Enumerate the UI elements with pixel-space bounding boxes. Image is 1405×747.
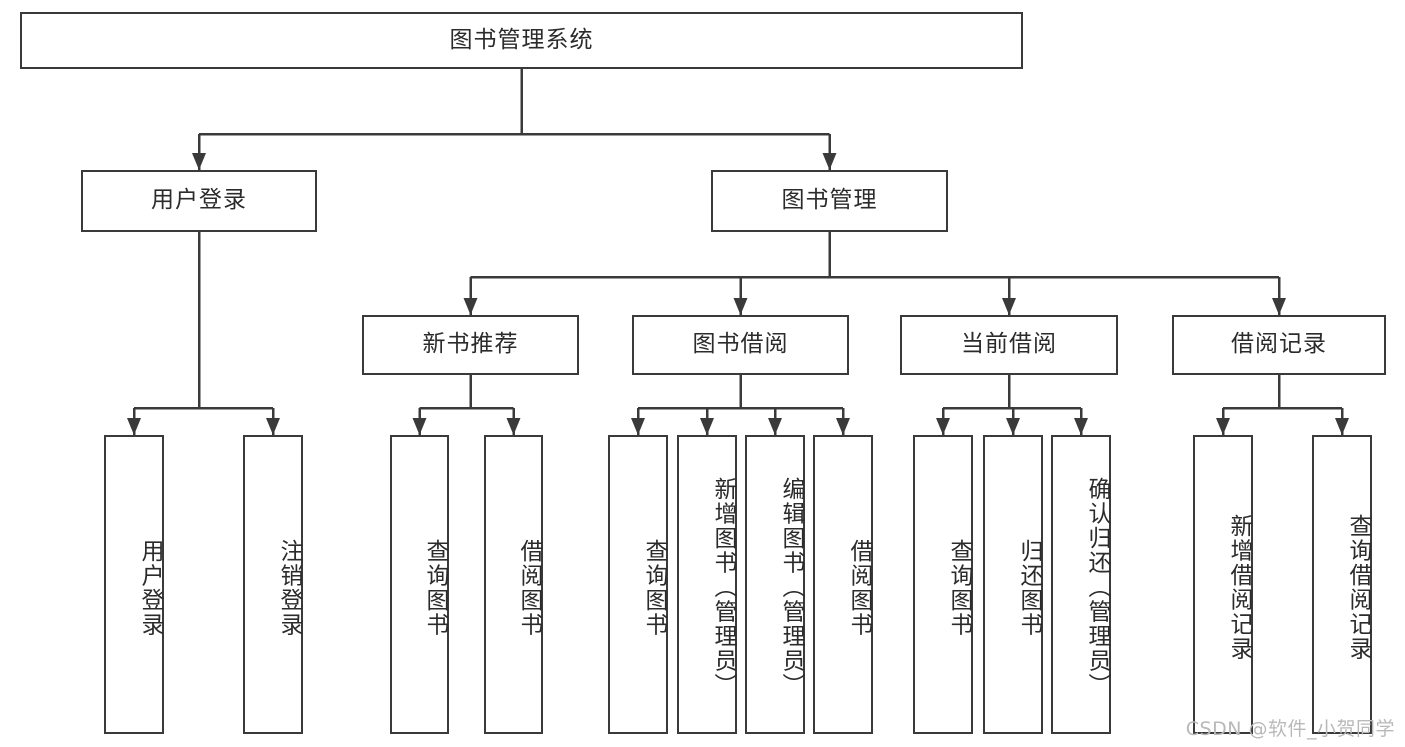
node-current-borrow: 当前借阅 <box>900 315 1118 375</box>
arrowhead-icon <box>1074 418 1088 435</box>
node-label: 查询图书 <box>422 538 448 637</box>
node-label: 新书推荐 <box>422 331 519 358</box>
node-leaf-edit-book: 编辑图书（管理员） <box>745 435 805 734</box>
node-label: 用户登录 <box>137 538 163 637</box>
node-leaf-borrow-book-2: 借阅图书 <box>813 435 873 734</box>
arrowhead-icon <box>506 418 521 435</box>
arrowhead-icon <box>700 418 714 435</box>
node-leaf-user-login: 用户登录 <box>104 435 164 734</box>
node-leaf-return-book: 归还图书 <box>983 435 1043 734</box>
arrowhead-icon <box>733 298 748 315</box>
node-leaf-logout: 注销登录 <box>243 435 303 734</box>
arrowhead-icon <box>463 298 478 315</box>
arrowhead-icon <box>936 418 950 435</box>
node-leaf-add-record: 新增借阅记录 <box>1193 435 1253 734</box>
node-label: 确认归还（管理员） <box>1084 477 1110 698</box>
arrowhead-icon <box>1002 298 1016 315</box>
node-root: 图书管理系统 <box>20 12 1023 69</box>
node-label: 编辑图书（管理员） <box>778 477 804 698</box>
node-label: 用户登录 <box>151 187 247 214</box>
arrowhead-icon <box>768 418 782 435</box>
node-label: 借阅记录 <box>1231 331 1327 358</box>
node-leaf-confirm-return: 确认归还（管理员） <box>1051 435 1111 734</box>
arrowhead-icon <box>192 153 206 170</box>
node-book-manage: 图书管理 <box>711 170 948 232</box>
watermark: CSDN @软件_小贺同学 <box>1185 718 1395 740</box>
arrowhead-icon <box>1272 298 1286 315</box>
arrowhead-icon <box>631 418 645 435</box>
arrowhead-icon <box>1335 418 1349 435</box>
arrowhead-icon <box>1216 418 1230 435</box>
node-label: 归还图书 <box>1016 538 1042 637</box>
node-leaf-add-book: 新增图书（管理员） <box>677 435 737 734</box>
node-label: 新增借阅记录 <box>1226 514 1252 661</box>
node-book-borrow: 图书借阅 <box>632 315 849 375</box>
arrowhead-icon <box>822 153 837 170</box>
node-label: 图书借阅 <box>692 331 789 358</box>
arrowhead-icon <box>836 418 850 435</box>
node-leaf-query-record: 查询借阅记录 <box>1312 435 1372 734</box>
node-label: 查询图书 <box>641 538 667 637</box>
node-new-book-recommend: 新书推荐 <box>362 315 579 375</box>
node-label: 图书管理系统 <box>449 26 594 53</box>
node-user-login: 用户登录 <box>81 170 317 232</box>
node-label: 新增图书（管理员） <box>710 477 736 698</box>
node-label: 图书管理 <box>781 187 878 214</box>
node-leaf-query-book-1: 查询图书 <box>390 435 449 734</box>
node-label: 查询图书 <box>946 538 972 637</box>
node-leaf-query-book-3: 查询图书 <box>913 435 973 734</box>
node-label: 借阅图书 <box>516 538 542 637</box>
node-label: 注销登录 <box>276 538 302 637</box>
arrowhead-icon <box>1006 418 1020 435</box>
arrowhead-icon <box>266 418 280 435</box>
node-label: 当前借阅 <box>961 331 1057 358</box>
node-leaf-query-book-2: 查询图书 <box>608 435 668 734</box>
node-leaf-borrow-book-1: 借阅图书 <box>484 435 543 734</box>
node-borrow-record: 借阅记录 <box>1172 315 1386 375</box>
arrowhead-icon <box>127 418 141 435</box>
arrowhead-icon <box>412 418 427 435</box>
node-label: 借阅图书 <box>846 538 872 637</box>
node-label: 查询借阅记录 <box>1345 514 1371 661</box>
